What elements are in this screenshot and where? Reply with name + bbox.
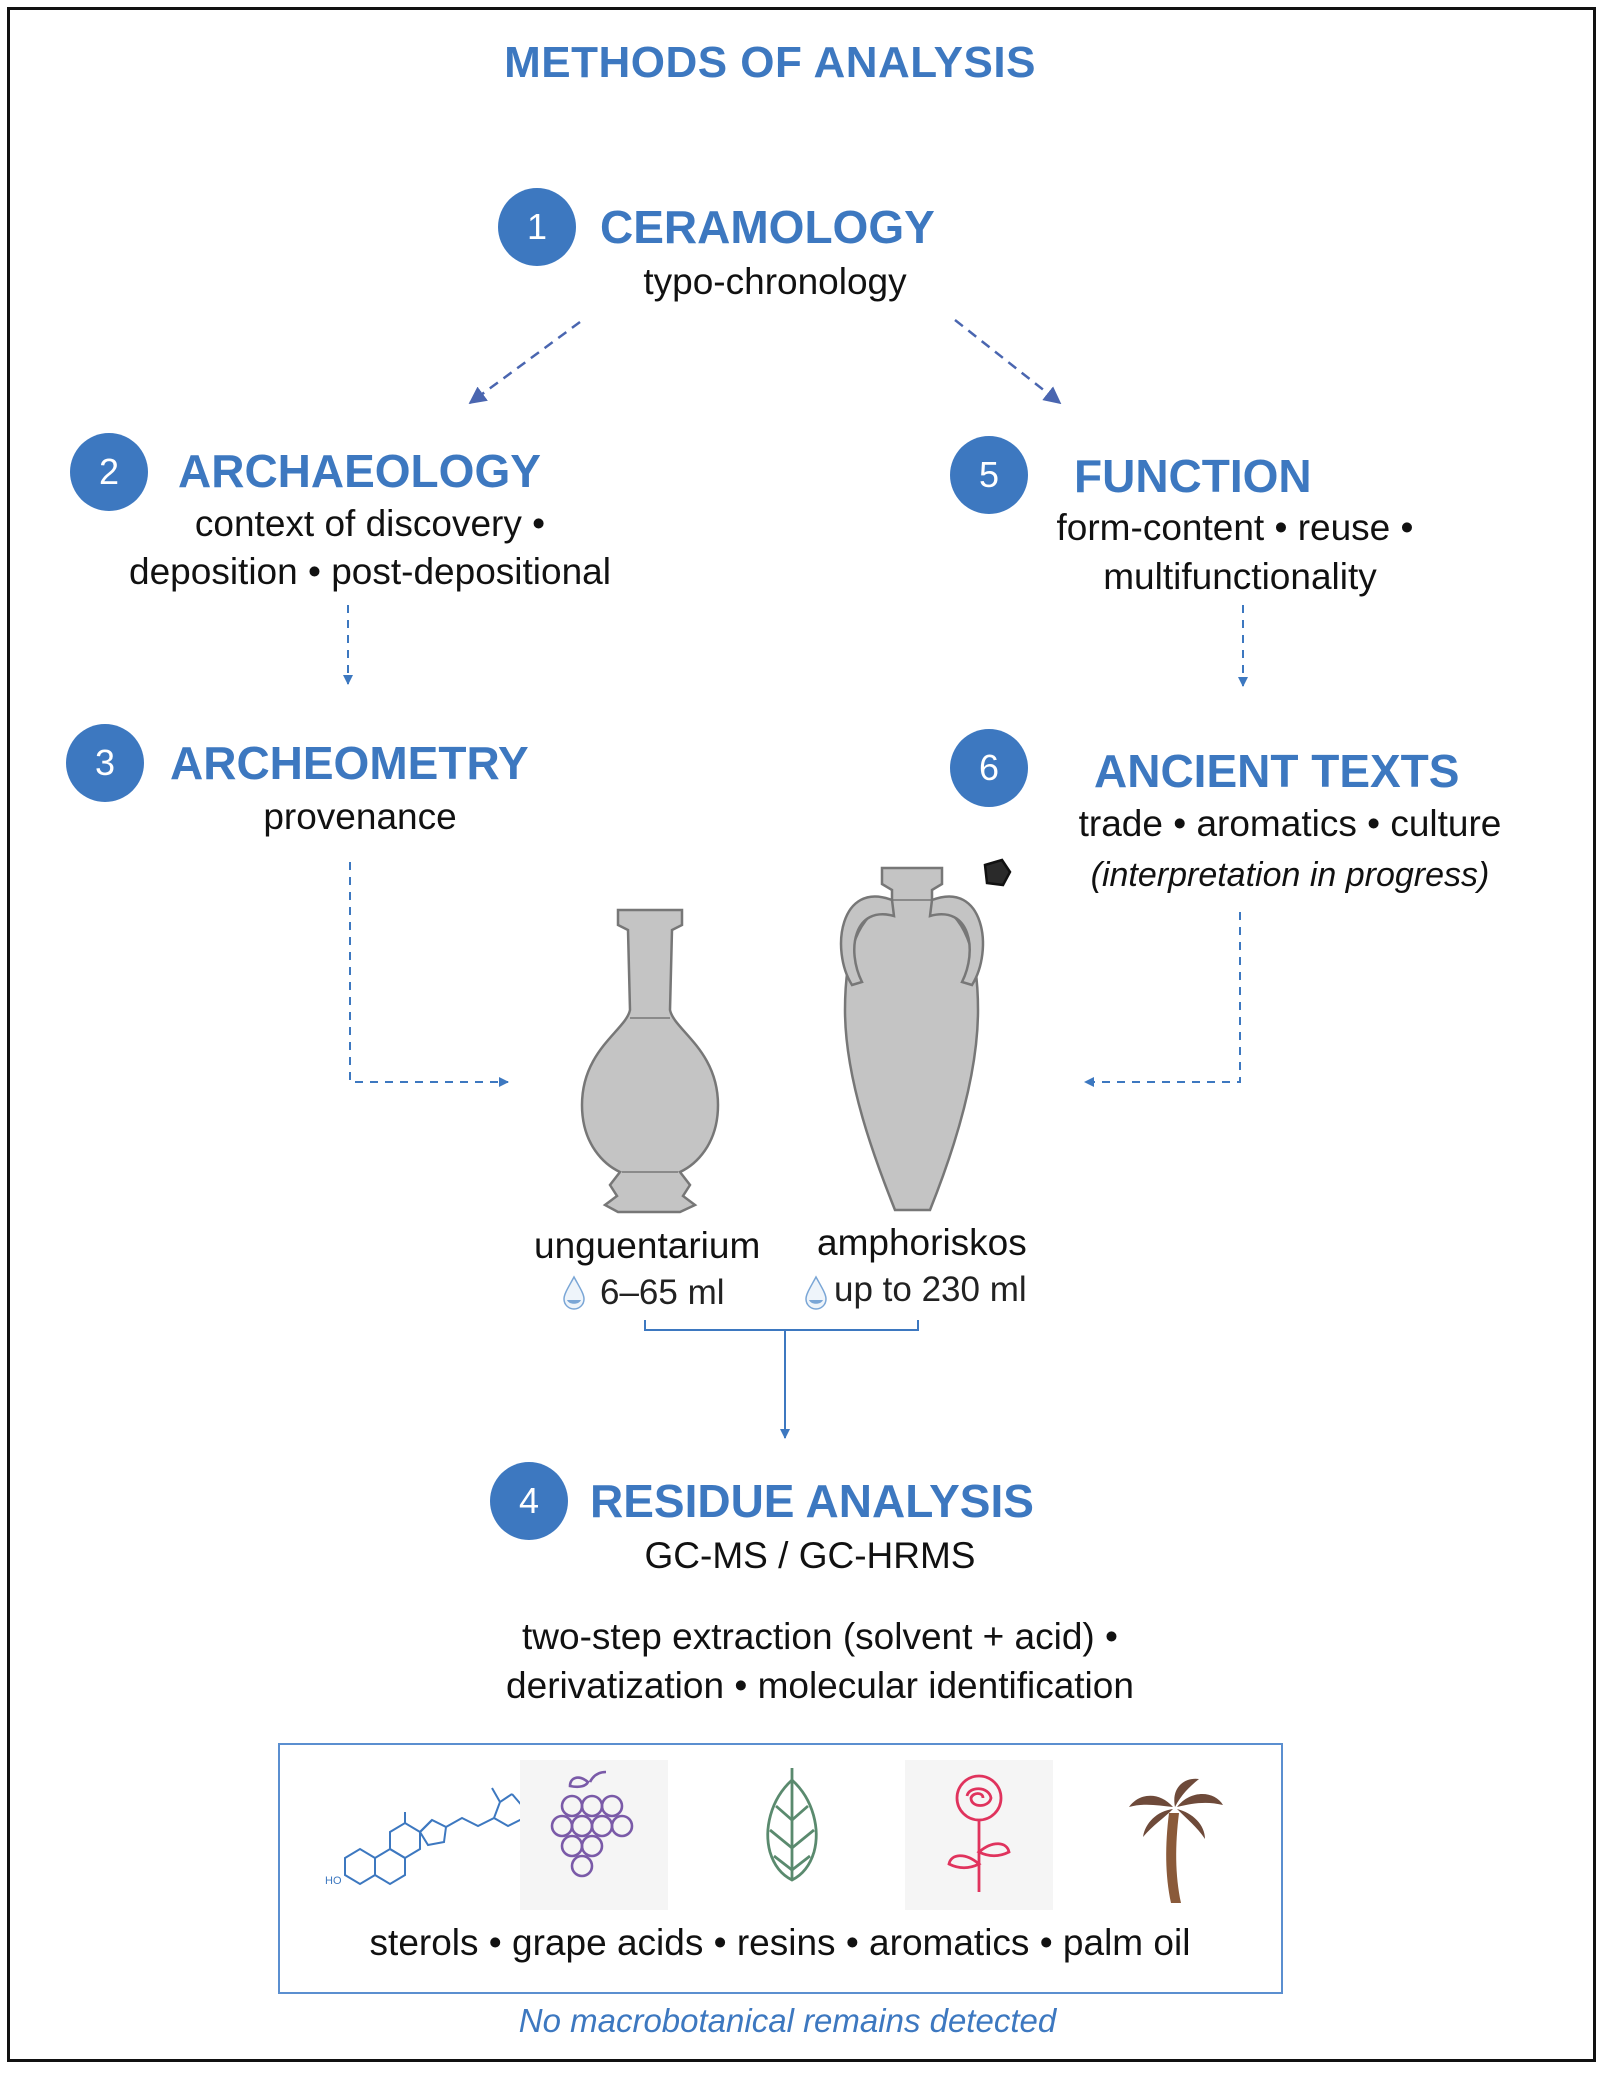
unguentarium-label: unguentarium: [534, 1225, 761, 1266]
residues-box: [278, 1743, 1283, 1994]
step-6-title: ANCIENT TEXTS: [1094, 745, 1460, 797]
connector-arrows-thin: [343, 605, 1248, 1087]
step-5-title: FUNCTION: [1074, 450, 1312, 502]
amphoriskos-vessel: [839, 858, 1012, 1212]
step-6-badge: 6: [950, 729, 1028, 807]
arrow-6-to-vessels: [1084, 912, 1241, 1087]
amphoriskos-label: amphoriskos: [817, 1222, 1027, 1263]
sherd-fragment-icon: [983, 858, 1012, 887]
note-no-macrobotanical: No macrobotanical remains detected: [518, 2002, 1057, 2039]
step-5-badge: 5: [950, 436, 1028, 514]
step-4-text-line1: two-step extraction (solvent + acid) •: [522, 1616, 1118, 1657]
water-drop-icon: [805, 1275, 827, 1310]
resin-cone-icon: [766, 1768, 818, 1882]
step-3-badge: 3: [66, 724, 144, 802]
step-1-title: CERAMOLOGY: [600, 201, 935, 253]
step-4-badge: 4: [490, 1462, 568, 1540]
arrow-1-to-5: [954, 319, 1062, 405]
step-6-text-line2: (interpretation in progress): [1090, 856, 1490, 894]
step-3-title: ARCHEOMETRY: [170, 737, 529, 789]
step-2-title: ARCHAEOLOGY: [178, 445, 541, 497]
step-2-text-line1: context of discovery •: [194, 503, 546, 544]
grape-icon: [520, 1760, 668, 1910]
rose-icon: [905, 1760, 1053, 1910]
step-6-text-line1: trade • aromatics • culture: [1078, 803, 1502, 844]
bracket-to-residue: [644, 1320, 919, 1439]
step-1-badge: 1: [498, 188, 576, 266]
svg-text:HO: HO: [325, 1875, 342, 1887]
step-3-text: provenance: [263, 796, 457, 837]
amphoriskos-capacity: up to 230 ml: [834, 1270, 1027, 1309]
palm-tree-icon: [1129, 1778, 1223, 1903]
arrow-3-to-vessels: [349, 862, 509, 1087]
step-1-text: typo-chronology: [643, 261, 907, 302]
step-4-method: GC-MS / GC-HRMS: [644, 1535, 976, 1576]
figure-title: METHODS OF ANALYSIS: [504, 38, 1036, 87]
step-4-title: RESIDUE ANALYSIS: [590, 1475, 1034, 1527]
step-2-text-line2: deposition • post-depositional: [129, 551, 611, 592]
unguentarium-vessel: [580, 908, 720, 1214]
unguentarium-capacity: 6–65 ml: [600, 1273, 725, 1312]
sterol-structure-icon: HO: [325, 1787, 525, 1887]
step-4-text-line2: derivatization • molecular identificatio…: [506, 1665, 1134, 1706]
arrow-1-to-2: [468, 320, 581, 405]
residues-list: sterols • grape acids • resins • aromati…: [369, 1922, 1191, 1963]
water-drop-icon: [563, 1275, 585, 1310]
step-5-text-line2: multifunctionality: [1103, 556, 1377, 597]
connector-arrows: [468, 319, 1062, 405]
figure-frame: [7, 7, 1596, 2062]
step-2-badge: 2: [70, 433, 148, 511]
step-5-text-line1: form-content • reuse •: [1056, 507, 1414, 548]
